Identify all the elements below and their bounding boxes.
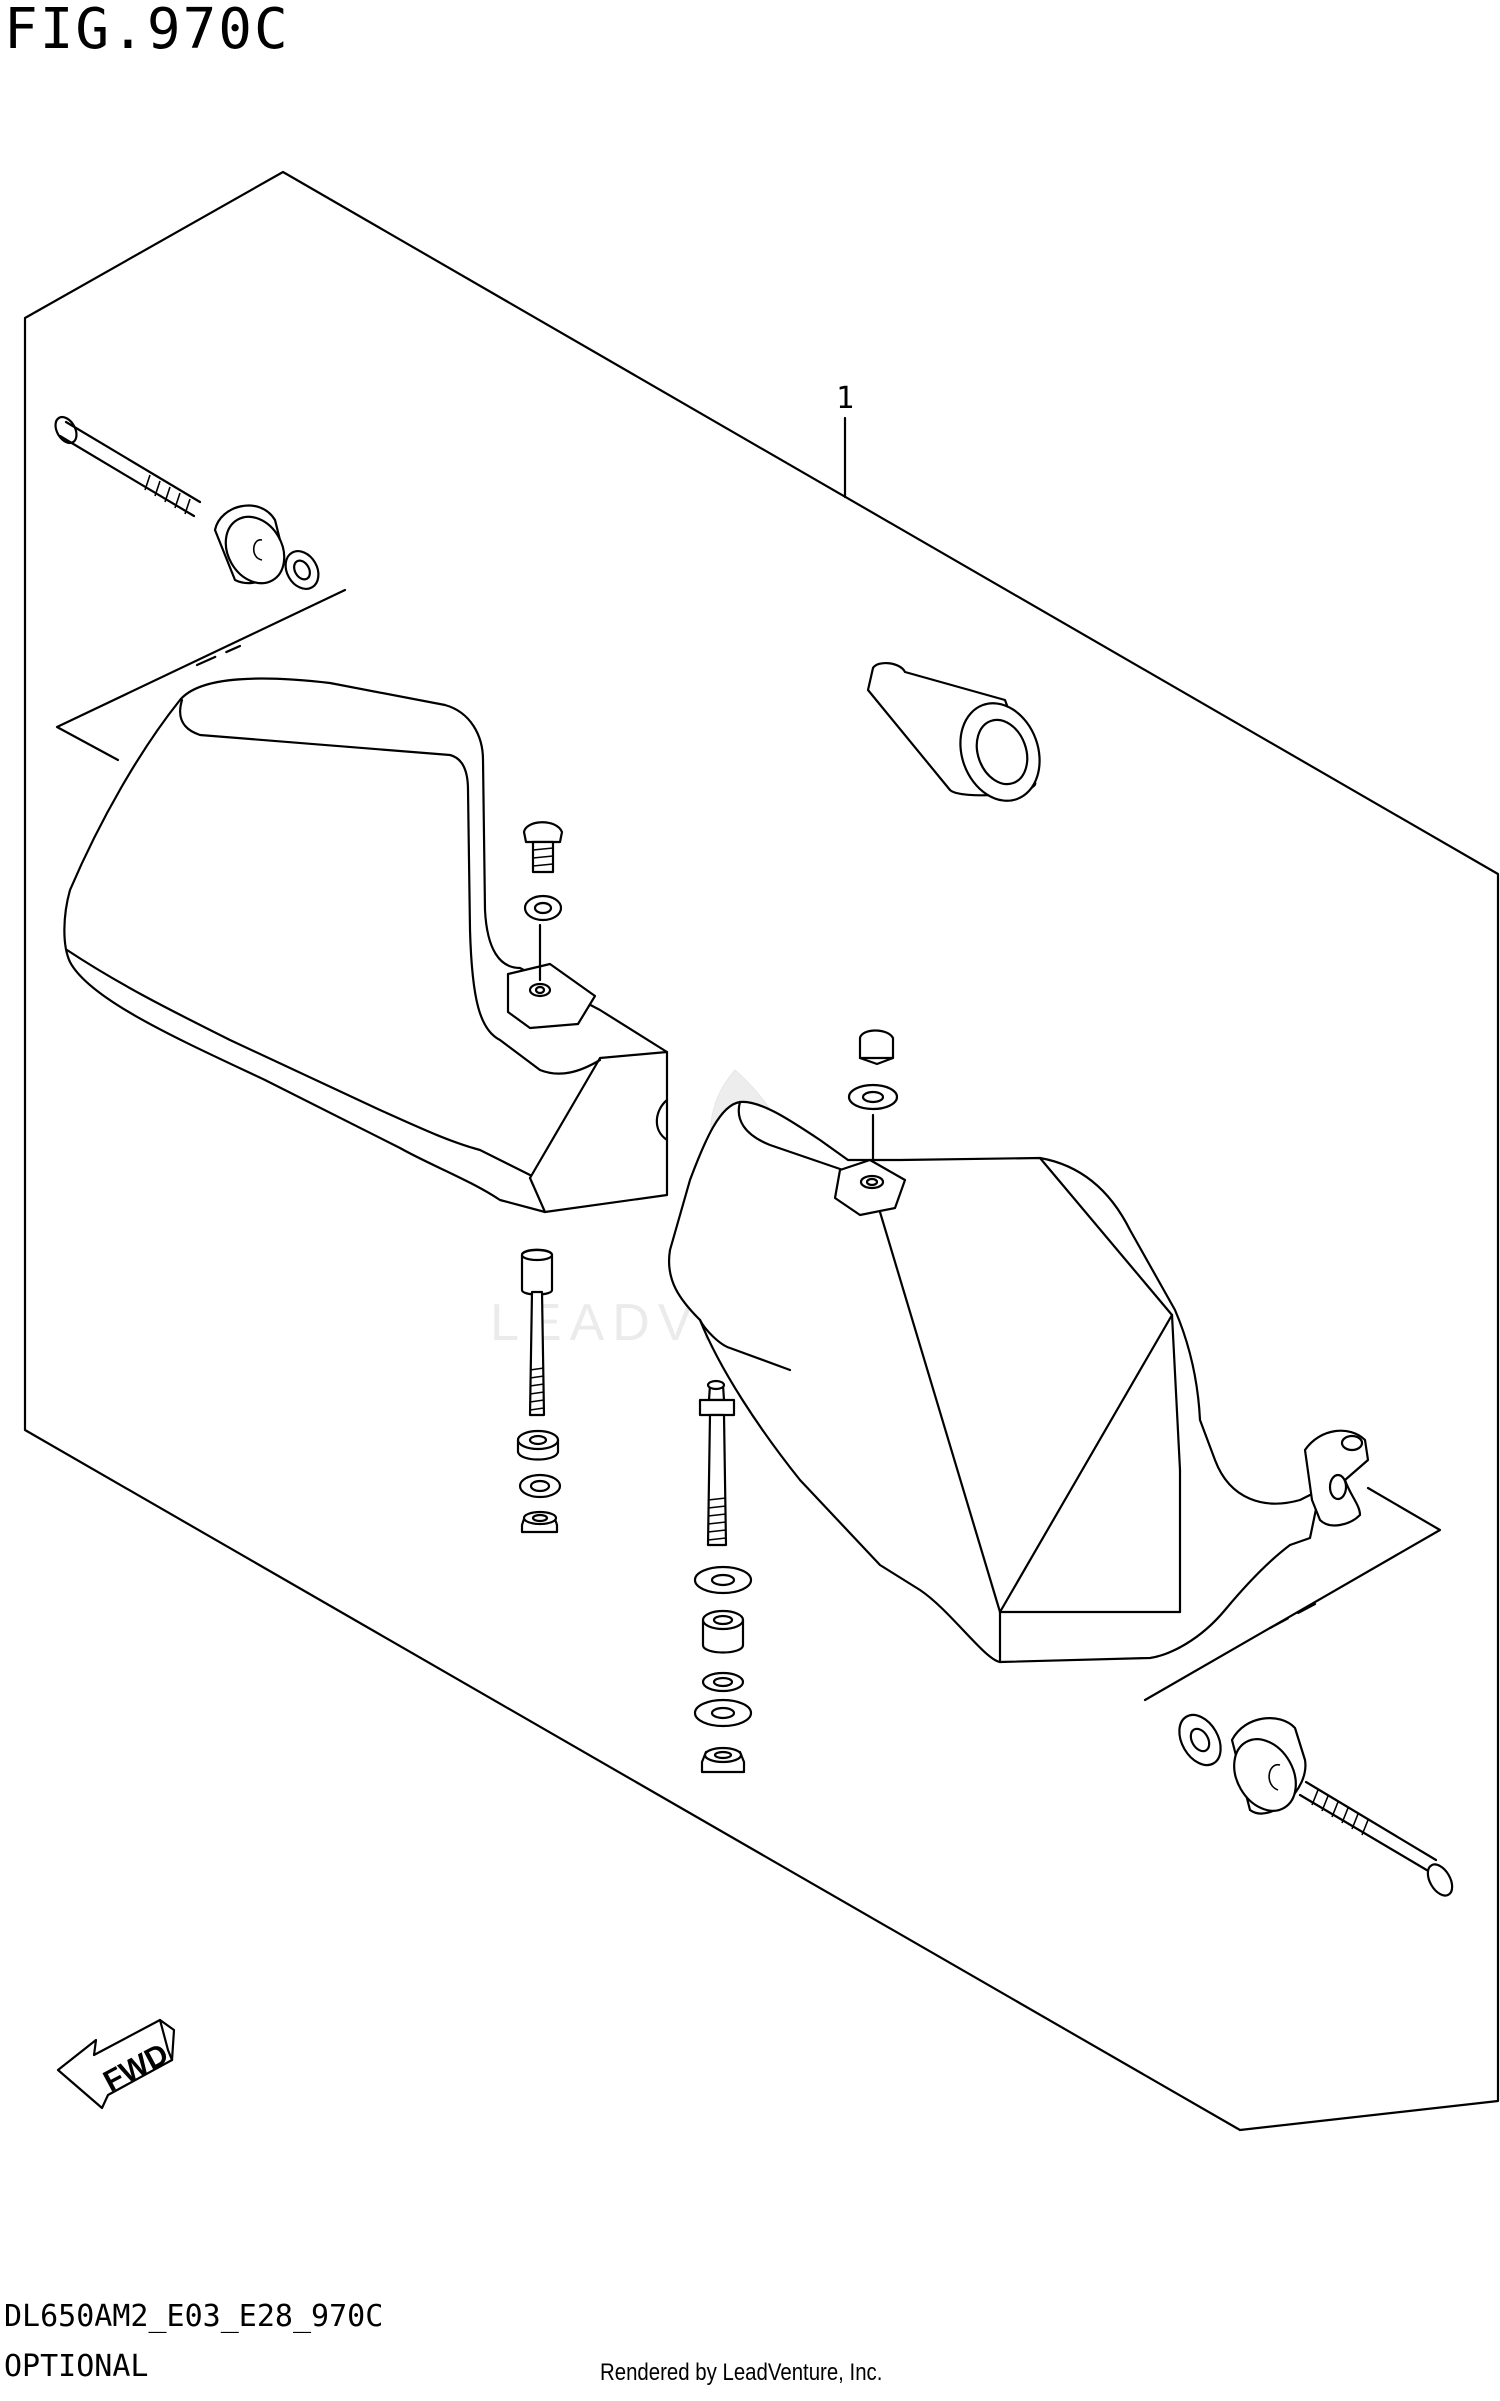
bar-end-bolt-right[interactable] (1298, 1780, 1457, 1900)
spacer-right[interactable] (701, 1609, 745, 1654)
handlebar-grip-plug[interactable] (866, 662, 1053, 812)
bar-end-weight-right[interactable] (1222, 1717, 1308, 1822)
bar-end-washer-left[interactable] (279, 545, 325, 595)
washer-left-lower[interactable] (518, 1473, 562, 1499)
bar-end-bolt-left[interactable] (51, 413, 202, 518)
mount-washer-left[interactable] (523, 894, 563, 922)
stud-bolt-right[interactable] (698, 1379, 736, 1547)
kit-outline (23, 170, 1500, 2132)
fwd-arrow-icon: FWD (56, 2018, 176, 2110)
nut-right-lower[interactable] (700, 1746, 746, 1774)
cap-nut-right[interactable] (858, 1029, 895, 1066)
washer-right-2[interactable] (701, 1671, 745, 1693)
nut-left-lower[interactable] (520, 1510, 559, 1534)
bar-end-weight-left[interactable] (213, 504, 296, 594)
mount-washer-right[interactable] (847, 1083, 899, 1111)
washer-right-3[interactable] (693, 1698, 753, 1728)
bar-end-washer-right[interactable] (1171, 1708, 1229, 1773)
callout-1[interactable]: 1 (836, 381, 854, 499)
diagram-code: DL650AM2_E03_E28_970C (4, 2299, 384, 2334)
callout-number: 1 (836, 381, 854, 416)
render-credit: Rendered by LeadVenture, Inc. (600, 2359, 883, 2386)
section-label: OPTIONAL (4, 2349, 149, 2384)
washer-right-1[interactable] (693, 1565, 753, 1595)
handguard-right[interactable] (667, 1100, 1370, 1664)
assembly-line-right (1143, 1486, 1442, 1702)
handguard-left[interactable] (63, 677, 669, 1214)
assembly-line-left (55, 588, 347, 762)
figure-title: FIG.970C (4, 0, 290, 62)
mount-screw-left[interactable] (522, 821, 564, 874)
flange-collar-left[interactable] (516, 1429, 560, 1461)
socket-bolt-left[interactable] (520, 1248, 554, 1417)
